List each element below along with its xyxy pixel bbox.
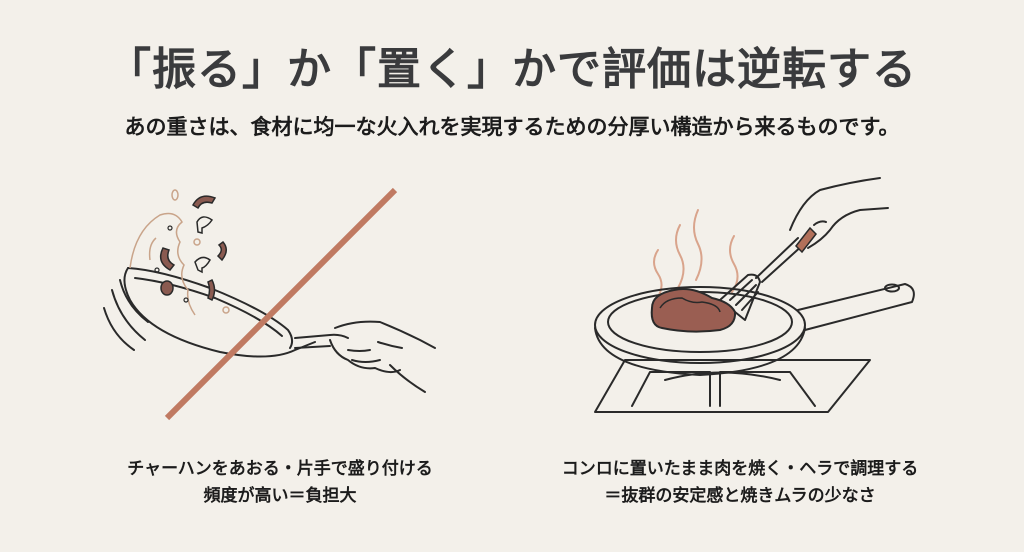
caption-pan-toss: チャーハンをあおる・片手で盛り付ける 頻度が高い＝負担大 [60, 456, 500, 510]
crossed-out-pan-toss-icon [103, 187, 436, 421]
page-title: 「振る」か「置く」かで評価は逆転する [107, 44, 917, 95]
page-subtitle: あの重さは、食材に均一な火入れを実現するための分厚い構造から来るものです。 [124, 115, 900, 139]
illustration-pan-toss [90, 170, 450, 430]
steak-on-stove-icon [594, 177, 915, 413]
illustration-steak-on-stove [570, 170, 930, 430]
caption-line: チャーハンをあおる・片手で盛り付ける [127, 459, 433, 479]
caption-line: コンロに置いたまま肉を焼く・ヘラで調理する [561, 459, 919, 479]
caption-steak-on-stove: コンロに置いたまま肉を焼く・ヘラで調理する ＝抜群の安定感と焼きムラの少なさ [500, 456, 980, 510]
caption-line: 頻度が高い＝負担大 [203, 486, 357, 506]
caption-line: ＝抜群の安定感と焼きムラの少なさ [604, 486, 876, 506]
